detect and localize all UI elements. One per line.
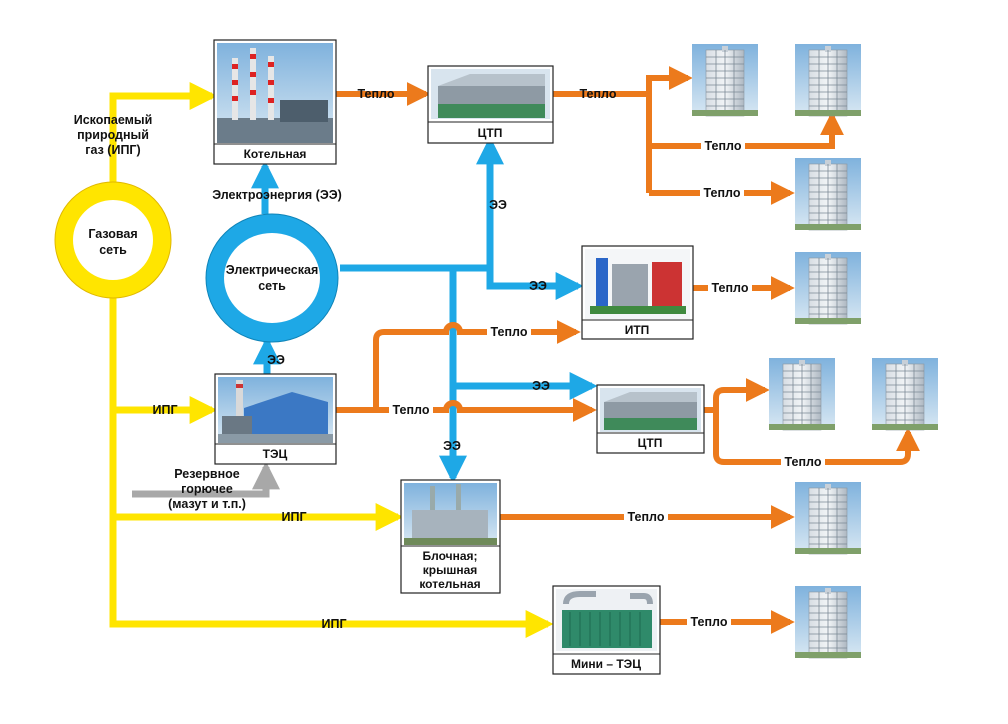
heat-label-tec: Тепло	[393, 403, 430, 417]
block-boiler-node: Блочная; крышная котельная	[400, 479, 501, 594]
ctp-mid-node: ЦТП	[596, 384, 705, 454]
mini-tec-image	[556, 589, 657, 651]
itp-image	[585, 249, 690, 319]
block-boiler-caption-1: Блочная;	[422, 549, 477, 563]
apartment-tower-6	[871, 357, 939, 431]
apartment-tower-4	[794, 251, 862, 325]
heat-label-ctp-mid: Тепло	[785, 455, 822, 469]
ipg-label-tec: ИПГ	[152, 403, 177, 417]
gas-fuel-label-line-1: Ископаемый	[74, 113, 153, 127]
ctp-mid-image	[600, 388, 701, 432]
boiler-house-image	[217, 43, 333, 143]
block-boiler-caption-3: котельная	[419, 577, 480, 591]
apartment-tower-8	[794, 585, 862, 659]
electric-network-title-2: сеть	[258, 279, 286, 293]
electric-network-title-1: Электрическая	[226, 263, 319, 277]
heat-label-tower2: Тепло	[705, 139, 742, 153]
ipg-label-block: ИПГ	[281, 510, 306, 524]
electric-network-ring: Электрическая сеть	[205, 213, 339, 343]
electric-lines	[251, 136, 598, 484]
block-boiler-caption-2: крышная	[423, 563, 478, 577]
tec-image	[218, 377, 333, 443]
apartment-tower-1	[691, 43, 759, 117]
heat-label-tec-itp: Тепло	[491, 325, 528, 339]
ee-label-block: ЭЭ	[443, 439, 461, 453]
ee-label-tec: ЭЭ	[267, 353, 285, 367]
reserve-fuel-line-3: (мазут и т.п.)	[168, 497, 246, 511]
heat-tec-to-itp	[373, 320, 581, 410]
ipg-label-mini-tec: ИПГ	[321, 617, 346, 631]
heat-label-boiler-ctp: Тепло	[358, 87, 395, 101]
heat-label-mini-tec: Тепло	[691, 615, 728, 629]
heat-ctp-top-to-tower1	[646, 66, 693, 94]
ee-to-itp-arrow	[486, 268, 584, 300]
apartment-tower-7	[794, 481, 862, 555]
apartment-tower-3	[794, 157, 862, 231]
ee-label-ctp: ЭЭ	[489, 198, 507, 212]
gas-main-line	[109, 290, 554, 638]
heat-label-itp: Тепло	[712, 281, 749, 295]
heat-ctp-top-out	[553, 91, 652, 193]
boiler-house-node: Котельная	[213, 39, 337, 165]
gas-network-title-1: Газовая	[88, 227, 137, 241]
gas-fuel-label-line-3: газ (ИПГ)	[85, 143, 140, 157]
ctp-top-caption: ЦТП	[478, 126, 503, 140]
tec-caption: ТЭЦ	[263, 447, 288, 461]
heat-ctp-mid-out	[704, 378, 770, 413]
ctp-top-node: ЦТП	[427, 65, 554, 144]
reserve-fuel-line-1: Резервное	[174, 467, 239, 481]
gas-network-ring: Газовая сеть	[54, 181, 172, 299]
gas-network-title-2: сеть	[99, 243, 127, 257]
heat-tec-main	[336, 398, 597, 422]
reserve-fuel-line-2: горючее	[181, 482, 233, 496]
reserve-fuel-label: Резервное горючее (мазут и т.п.)	[168, 467, 246, 511]
tec-node: ТЭЦ	[214, 373, 337, 465]
heat-label-tower3: Тепло	[704, 186, 741, 200]
heat-label-ctp-out: Тепло	[580, 87, 617, 101]
block-boiler-image	[404, 483, 497, 545]
gas-fuel-label-line-2: природный	[77, 128, 149, 142]
boiler-house-caption: Котельная	[244, 147, 307, 161]
itp-node: ИТП	[581, 245, 694, 340]
gas-lines	[109, 82, 554, 638]
apartment-tower-5	[768, 357, 836, 431]
gas-fuel-label: Ископаемый природный газ (ИПГ)	[74, 113, 153, 157]
ctp-top-image	[431, 69, 550, 119]
heat-label-block: Тепло	[628, 510, 665, 524]
ee-label-ctp-mid: ЭЭ	[532, 379, 550, 393]
reserve-fuel-arrow	[132, 461, 280, 498]
apartment-tower-2	[794, 43, 862, 117]
mini-tec-caption: Мини – ТЭЦ	[571, 657, 641, 671]
electricity-label: Электроэнергия (ЭЭ)	[212, 188, 342, 202]
itp-caption: ИТП	[625, 323, 650, 337]
gas-to-boiler-arrow	[109, 82, 218, 190]
ctp-mid-caption: ЦТП	[638, 436, 663, 450]
mini-tec-node: Мини – ТЭЦ	[552, 585, 661, 675]
ee-label-itp: ЭЭ	[529, 279, 547, 293]
